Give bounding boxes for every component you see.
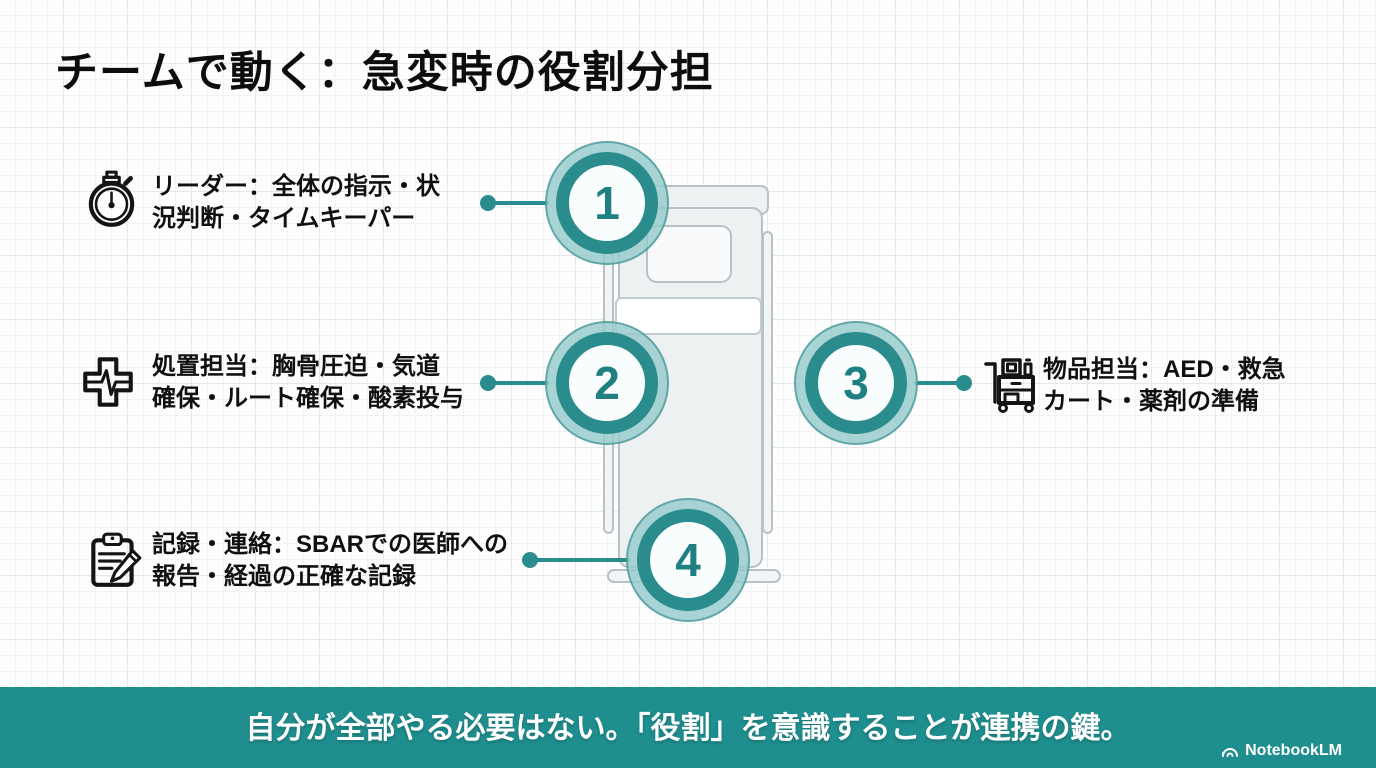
- connector-line-1: [492, 201, 549, 205]
- role-text-treatment-line1: 処置担当：胸骨圧迫・気道: [152, 353, 440, 380]
- step-number-3: 3: [805, 332, 907, 434]
- step-number-2: 2: [556, 332, 658, 434]
- footer-message: 自分が全部やる必要はない。「役割」を意識することが連携の鍵。: [245, 711, 1131, 745]
- role-text-treatment-line2: 確保・ルート確保・酸素投与: [152, 385, 464, 412]
- step-circle-4: 4: [626, 498, 750, 622]
- connector-line-3: [914, 381, 960, 385]
- step-circle-2: 2: [545, 321, 669, 445]
- medical-cross-icon: [77, 351, 139, 413]
- step-circle-1: 1: [545, 141, 669, 265]
- bed-pillow: [646, 225, 732, 283]
- role-text-leader-line2: 況判断・タイムキーパー: [152, 205, 416, 232]
- connector-line-4: [536, 558, 630, 562]
- notebooklm-logo-icon: [1222, 748, 1239, 757]
- role-text-supplies-line1: 物品担当：AED・救急: [1043, 356, 1286, 383]
- role-text-leader-line1: リーダー：全体の指示・状: [152, 173, 440, 200]
- role-text-leader: リーダー：全体の指示・状 況判断・タイムキーパー: [152, 171, 440, 235]
- bed-rail-right: [762, 231, 773, 534]
- connector-dot-2: [480, 375, 496, 391]
- connector-line-2: [492, 381, 549, 385]
- notebooklm-brand-label: NotebookLM: [1245, 742, 1342, 759]
- step-number-4: 4: [637, 509, 739, 611]
- role-text-records: 記録・連絡：SBARでの医師への 報告・経過の正確な記録: [152, 529, 508, 593]
- clipboard-pencil-icon: [83, 529, 145, 591]
- emergency-cart-icon: [981, 353, 1041, 413]
- step-number-1: 1: [556, 152, 658, 254]
- role-text-records-line1: 記録・連絡：SBARでの医師への: [152, 531, 509, 558]
- connector-dot-1: [480, 195, 496, 211]
- page-title: チームで動く：急変時の役割分担: [55, 49, 714, 97]
- notebooklm-brand: NotebookLM: [1221, 742, 1342, 760]
- role-text-supplies: 物品担当：AED・救急 カート・薬剤の準備: [1043, 354, 1286, 418]
- step-circle-3: 3: [794, 321, 918, 445]
- stopwatch-icon: [80, 168, 142, 230]
- connector-dot-4: [522, 552, 538, 568]
- connector-dot-3: [956, 375, 972, 391]
- role-text-treatment: 処置担当：胸骨圧迫・気道 確保・ルート確保・酸素投与: [152, 351, 464, 415]
- bed-sheet-band: [615, 297, 762, 335]
- role-text-supplies-line2: カート・薬剤の準備: [1043, 388, 1259, 415]
- footer-banner: 自分が全部やる必要はない。「役割」を意識することが連携の鍵。 NotebookL…: [0, 687, 1376, 768]
- role-text-records-line2: 報告・経過の正確な記録: [152, 563, 416, 590]
